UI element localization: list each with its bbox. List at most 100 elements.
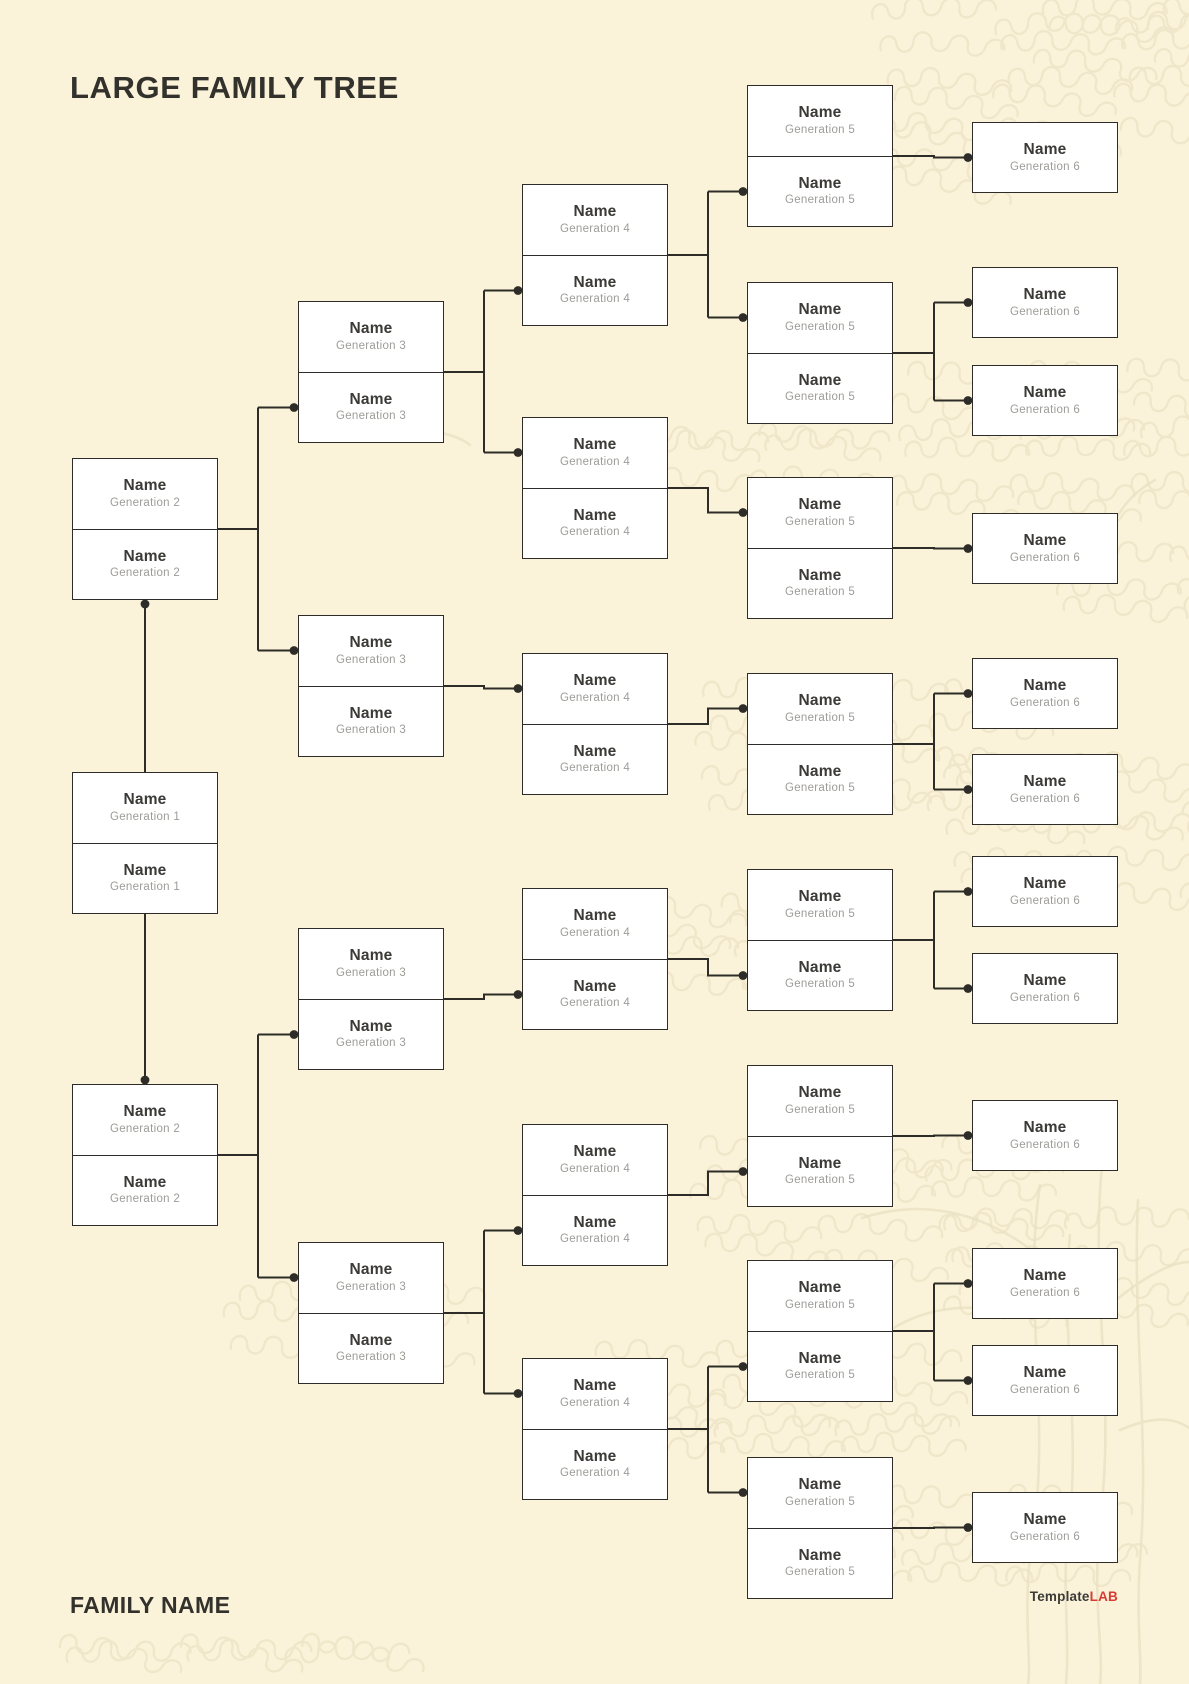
foliage-scribble <box>832 1401 962 1449</box>
foliage-scribble <box>756 419 885 466</box>
member-generation-label: Generation 4 <box>559 455 631 468</box>
member-generation-label: Generation 6 <box>1009 160 1081 173</box>
member-generation-label: Generation 2 <box>109 1122 181 1135</box>
member-generation-label: Generation 6 <box>1009 551 1081 564</box>
member-generation-label: Generation 5 <box>784 391 856 404</box>
member-generation-label: Generation 3 <box>335 1037 407 1050</box>
member-name-label: Name <box>123 791 167 809</box>
templatelab-logo: TemplateLAB <box>1030 1589 1118 1604</box>
foliage-scribble <box>991 81 1119 119</box>
member-name-label: Name <box>573 436 617 454</box>
member-name-label: Name <box>798 692 842 710</box>
member-generation-label: Generation 6 <box>1009 894 1081 907</box>
member-generation-label: Generation 3 <box>335 410 407 423</box>
member-generation-label: Generation 4 <box>559 293 631 306</box>
member-generation-label: Generation 1 <box>109 810 181 823</box>
brand-prefix: Template <box>1029 1589 1090 1604</box>
member-name-label: Name <box>798 1476 842 1494</box>
member-name-label: Name <box>798 1546 842 1564</box>
member-name-label: Name <box>573 1377 617 1395</box>
member-name-label: Name <box>798 496 842 514</box>
foliage-scribble <box>903 430 1031 469</box>
member-name-label: Name <box>1023 1267 1067 1284</box>
foliage-scribble <box>1130 388 1189 435</box>
foliage-scribble <box>817 1212 944 1243</box>
member-generation-label: Generation 5 <box>784 1369 856 1382</box>
member-generation-label: Generation 5 <box>784 782 856 795</box>
foliage-scribble <box>992 0 1122 48</box>
foliage-scribble <box>999 24 1127 63</box>
member-generation-label: Generation 4 <box>559 926 631 939</box>
foliage-scribble <box>1113 0 1189 46</box>
member-name-label: Name <box>1023 286 1067 303</box>
member-name-label: Name <box>798 1279 842 1297</box>
member-name-label: Name <box>1023 875 1067 892</box>
member-name-label: Name <box>798 1349 842 1367</box>
foliage-scribble <box>1120 23 1189 61</box>
foliage-scribble <box>299 1629 428 1677</box>
family-name-label: FAMILY NAME <box>70 1592 231 1618</box>
member-name-label: Name <box>1023 972 1067 989</box>
